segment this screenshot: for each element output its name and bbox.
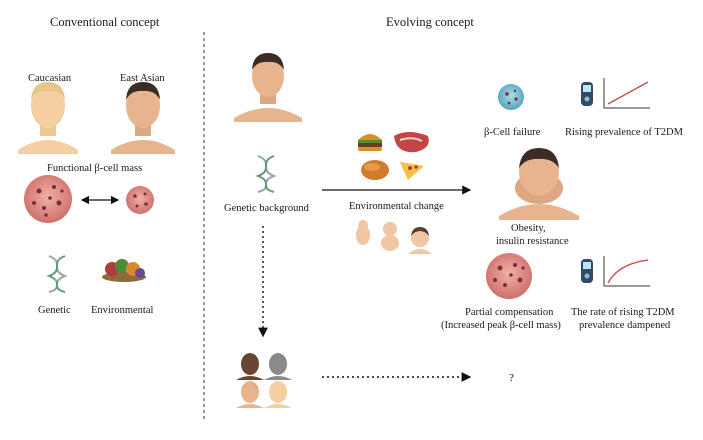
partial-compensation-label: Partial compensation <box>465 307 554 318</box>
islet-small <box>126 186 154 214</box>
fetus-icon <box>356 220 370 245</box>
pizza-icon <box>400 162 424 180</box>
east-asian-label: East Asian <box>120 73 165 84</box>
east-asian-face <box>111 82 175 154</box>
prevalence-dampened-label: prevalence dampened <box>579 320 671 331</box>
dna-icon-right <box>255 155 277 193</box>
steak-icon <box>394 132 429 153</box>
question-mark: ? <box>509 372 514 384</box>
genetic-background-label: Genetic background <box>224 203 309 214</box>
chicken-icon <box>361 160 389 180</box>
rate-rising-label: The rate of rising T2DM <box>571 307 675 318</box>
environmental-food-icon <box>102 259 146 282</box>
environmental-label: Environmental <box>91 305 154 316</box>
linear-rise-graph <box>603 78 650 109</box>
child-icon <box>408 227 432 254</box>
genetic-label: Genetic <box>38 305 71 316</box>
person-face-top <box>234 53 302 122</box>
increased-peak-label: (Increased peak β-cell mass) <box>441 320 561 331</box>
glucometer-icon-top <box>581 82 593 106</box>
islet-large <box>24 175 72 223</box>
evolving-concept-header: Evolving concept <box>386 15 474 29</box>
caucasian-label: Caucasian <box>28 73 72 84</box>
islet-compensation <box>486 253 532 299</box>
diverse-faces <box>236 353 292 408</box>
insulin-resistance-label: insulin resistance <box>496 236 569 247</box>
caucasian-face <box>18 82 78 154</box>
environmental-change-label: Environmental change <box>349 201 444 212</box>
conventional-concept-header: Conventional concept <box>50 15 160 29</box>
obese-face <box>499 148 579 220</box>
obesity-label: Obesity, <box>511 223 546 234</box>
beta-cell-failure-icon <box>498 84 524 110</box>
beta-cell-mass-label: Functional β-cell mass <box>47 163 143 174</box>
rising-prevalence-label: Rising prevalence of T2DM <box>565 127 683 138</box>
dampened-curve-graph <box>603 256 650 287</box>
dna-icon-left <box>46 255 68 293</box>
infant-icon <box>381 222 399 251</box>
beta-cell-failure-label: β-Cell failure <box>484 127 541 138</box>
glucometer-icon-bottom <box>581 259 593 283</box>
burger-icon <box>358 134 382 151</box>
